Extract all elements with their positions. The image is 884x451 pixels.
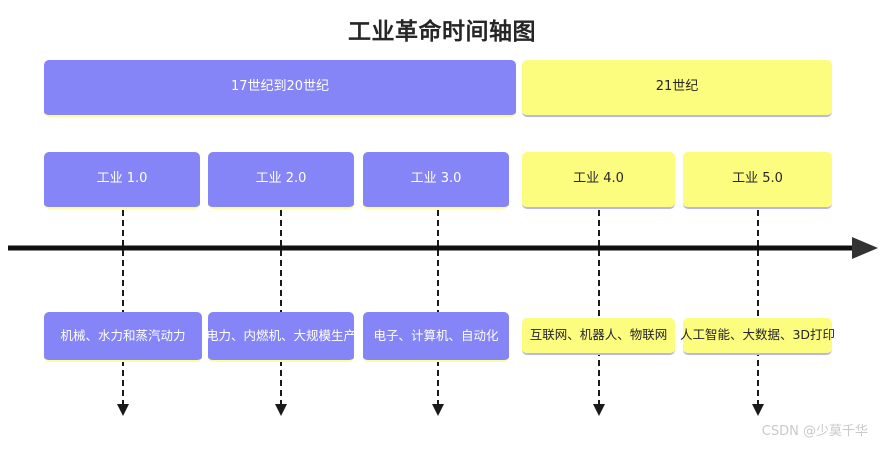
stage-box-industry-4-label: 工业 4.0 [573,171,624,187]
connector-up-1 [122,210,124,246]
timeline-arrow-icon [8,237,878,259]
arrow-down-icon-1 [117,404,129,416]
stage-box-industry-1-label: 工业 1.0 [96,171,148,187]
arrow-down-icon-3 [432,404,444,416]
connector-up-3 [437,210,439,246]
era-banner-2-label: 21世纪 [655,79,699,95]
stage-box-industry-1: 工业 1.0 [44,152,200,209]
arrow-down-icon-5 [752,404,764,416]
era-banner-1: 17世纪到20世纪 [44,60,516,117]
description-box-5: 人工智能、大数据、3D打印 [679,318,836,355]
timeline-axis [0,228,884,268]
stage-box-industry-2-label: 工业 2.0 [255,171,307,187]
era-banner-1-label: 17世纪到20世纪 [230,79,330,95]
era-banner-2: 21世纪 [522,60,832,117]
description-box-4-label: 互联网、机器人、物联网 [529,327,668,343]
description-box-1: 机械、水力和蒸汽动力 [44,312,202,362]
stage-box-industry-2: 工业 2.0 [208,152,354,209]
description-box-5-label: 人工智能、大数据、3D打印 [679,327,836,343]
description-box-3-label: 电子、计算机、自动化 [373,327,499,343]
stage-box-industry-3-label: 工业 3.0 [410,171,462,187]
stage-box-industry-4: 工业 4.0 [522,152,675,209]
description-box-3: 电子、计算机、自动化 [363,312,509,362]
arrow-down-icon-2 [275,404,287,416]
description-box-4: 互联网、机器人、物联网 [522,318,675,355]
description-box-1-label: 机械、水力和蒸汽动力 [60,327,186,343]
watermark: CSDN @少莫千华 [761,424,868,439]
description-box-2: 电力、内燃机、大规模生产 [206,312,357,362]
stage-box-industry-5-label: 工业 5.0 [732,171,783,187]
connector-up-5 [757,210,759,246]
connector-up-4 [598,210,600,246]
stage-box-industry-3: 工业 3.0 [363,152,509,209]
arrow-down-icon-4 [593,404,605,416]
description-box-2-label: 电力、内燃机、大规模生产 [206,327,357,343]
page-title: 工业革命时间轴图 [348,19,536,45]
connector-up-2 [280,210,282,246]
stage-box-industry-5: 工业 5.0 [683,152,832,209]
